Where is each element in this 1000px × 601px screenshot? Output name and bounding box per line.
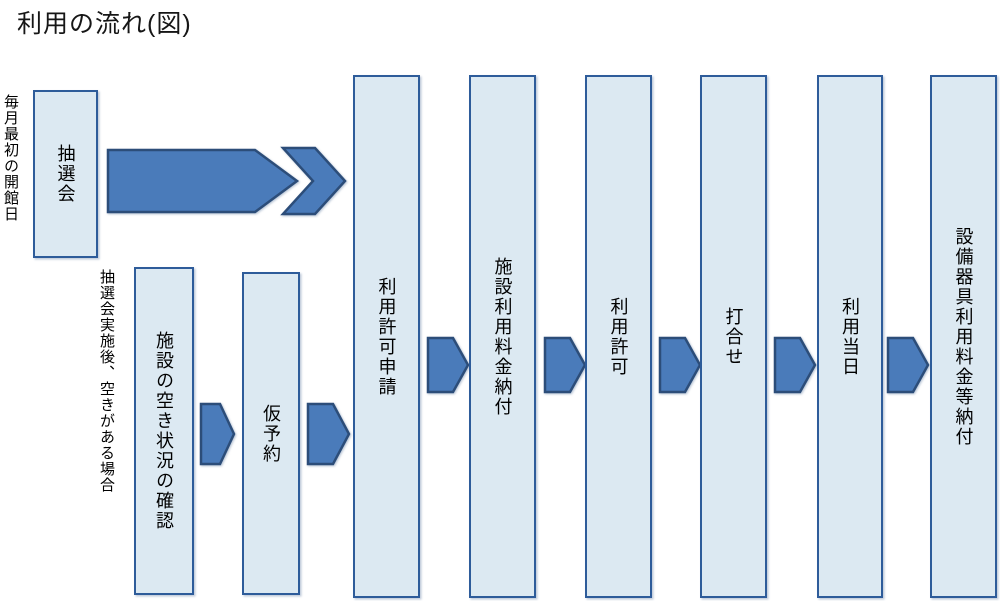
node-use-day-label: 利用当日: [840, 296, 860, 377]
page-title: 利用の流れ(図): [17, 10, 192, 38]
node-meeting: 打合せ: [700, 75, 767, 598]
node-facility-fee-payment: 施設利用料金納付: [469, 75, 536, 598]
node-provisional-reservation: 仮予約: [242, 272, 300, 595]
node-lottery-label: 抽選会: [55, 144, 76, 204]
node-equipment-fee-payment: 設備器具利用料金等納付: [930, 75, 997, 598]
flow-arrow-icon: [426, 336, 470, 394]
node-provisional-reservation-label: 仮予約: [261, 403, 281, 464]
double-chevron-arrow-icon: [106, 146, 347, 216]
node-permit-application: 利用許可申請: [353, 75, 420, 598]
node-check-availability-label: 施設の空き状況の確認: [154, 331, 174, 531]
flow-arrow-icon: [773, 336, 817, 394]
node-permit-application-label: 利用許可申請: [376, 276, 397, 397]
label-monthly-opening-day: 毎月最初の開館日: [2, 94, 19, 222]
node-use-day: 利用当日: [817, 75, 883, 598]
flow-arrow-icon: [543, 336, 587, 394]
node-meeting-label: 打合せ: [723, 306, 744, 367]
flow-arrow-icon: [658, 336, 702, 394]
label-after-lottery: 抽選会実施後、空きがある場合: [98, 269, 115, 493]
node-equipment-fee-payment-label: 設備器具利用料金等納付: [953, 226, 974, 447]
flow-arrow-icon: [886, 336, 930, 394]
node-use-permit: 利用許可: [585, 75, 652, 598]
node-facility-fee-payment-label: 施設利用料金納付: [492, 256, 513, 417]
flow-arrow-icon: [199, 402, 236, 466]
node-lottery: 抽選会: [33, 90, 98, 258]
node-use-permit-label: 利用許可: [608, 296, 629, 377]
flow-arrow-icon: [306, 402, 351, 466]
node-check-availability: 施設の空き状況の確認: [134, 267, 194, 595]
